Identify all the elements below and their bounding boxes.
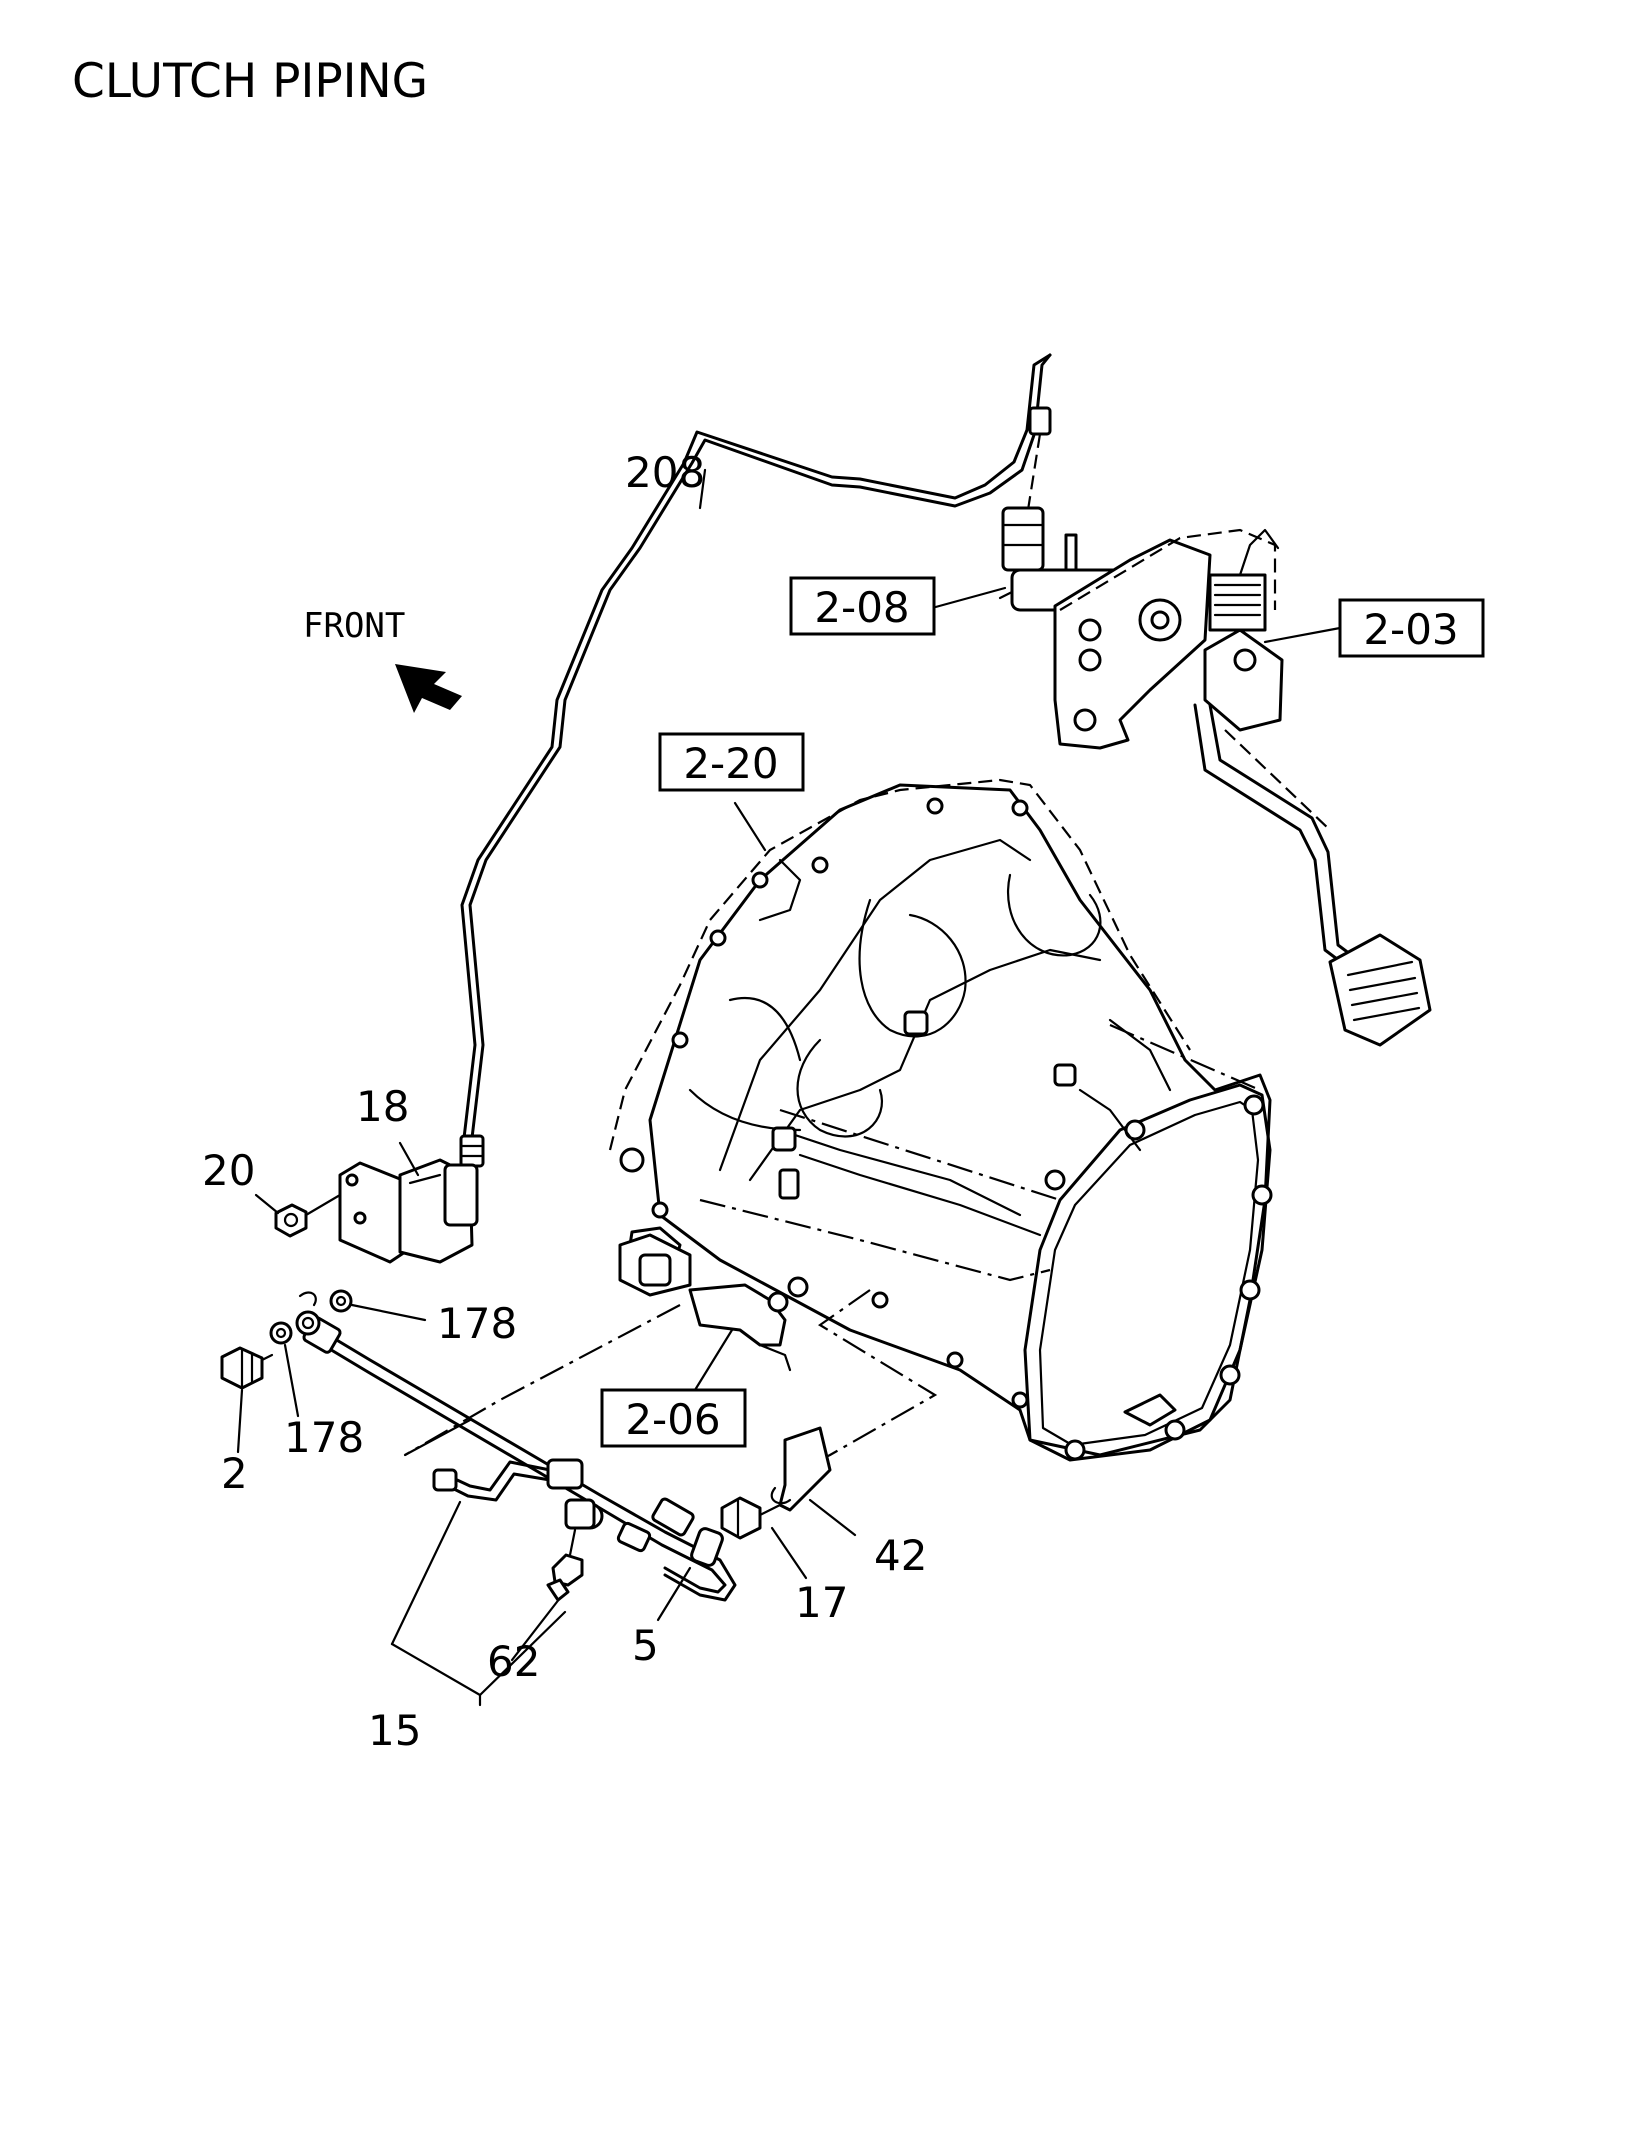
callout-18: 18 [356,1082,409,1131]
transmission-housing [608,778,1273,1462]
callout-20: 20 [202,1146,255,1195]
ref-box-2-20: 2-20 [658,732,805,792]
ref-box-2-06: 2-06 [600,1388,747,1448]
ref-box-2-03: 2-03 [1338,598,1485,658]
leader-lines [236,468,1342,1707]
callout-208: 208 [625,448,705,497]
front-arrow-icon [395,664,462,713]
ref-2-06-label: 2-06 [625,1395,720,1444]
ref-2-03-label: 2-03 [1363,605,1458,654]
clutch-pedal-assembly [1053,528,1432,1047]
callout-15: 15 [368,1706,421,1755]
clutch-pipe-bracket-18 [274,1158,479,1264]
callout-62: 62 [487,1637,540,1686]
page-title: CLUTCH PIPING [72,54,429,109]
ref-box-2-08: 2-08 [789,576,936,636]
clutch-pipe-208 [459,353,1052,1168]
callout-5: 5 [632,1621,659,1670]
callout-2: 2 [221,1449,248,1498]
callout-17: 17 [795,1578,848,1627]
callout-178-left: 178 [284,1413,364,1462]
front-label: FRONT [303,606,405,646]
front-indicator: FRONT [303,606,462,713]
clutch-hose-assembly [220,1233,832,1602]
callout-178-right: 178 [437,1299,517,1348]
ref-2-20-label: 2-20 [683,739,778,788]
callout-42: 42 [874,1531,927,1580]
ref-2-08-label: 2-08 [814,583,909,632]
